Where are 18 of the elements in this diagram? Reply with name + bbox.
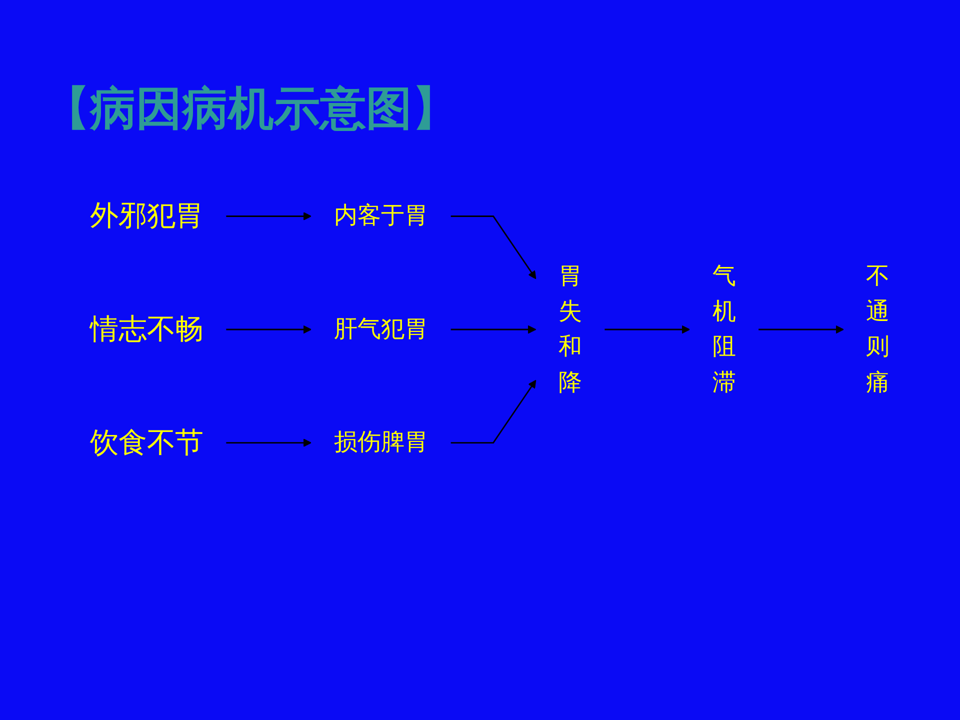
node-text: 情志不畅 (90, 314, 204, 346)
arrow (450, 380, 536, 444)
arrow (226, 439, 312, 448)
node-text: 胃失和降 (558, 262, 582, 396)
title: 【病因病机示意图】 (44, 81, 458, 136)
arrow (226, 326, 312, 334)
arrow (450, 326, 536, 334)
node-text: 内客于胃 (334, 202, 428, 230)
node-text: 不通则痛 (866, 262, 890, 396)
arrow (758, 326, 844, 334)
node-text: 饮食不节 (90, 428, 204, 459)
arrow (604, 326, 690, 334)
arrow (226, 212, 312, 221)
node-text: 肝气犯胃 (334, 316, 428, 342)
node-text: 气机阻滞 (712, 262, 736, 396)
arrow (450, 216, 536, 280)
node-text: 损伤脾胃 (334, 429, 428, 456)
node-text: 外邪犯胃 (90, 201, 204, 232)
